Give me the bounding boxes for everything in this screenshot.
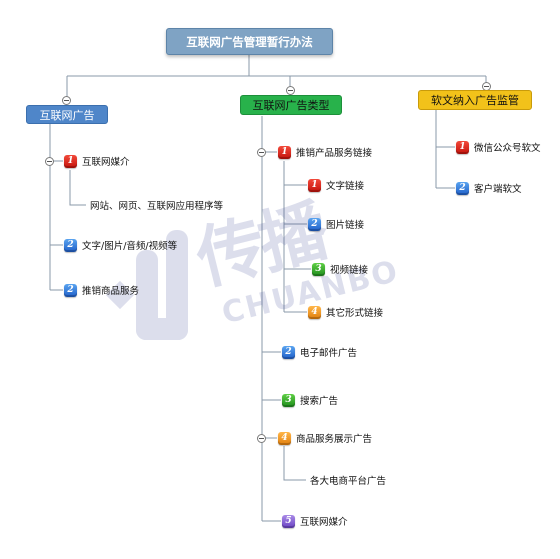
node-ecommerce-ads[interactable]: 各大电商平台广告 — [310, 473, 386, 487]
node-label: 搜索广告 — [300, 396, 339, 407]
branch-3-topic[interactable]: 软文纳入广告监管 — [418, 90, 532, 110]
node-other-link[interactable]: 4 其它形式链接 — [308, 305, 383, 319]
priority-2-icon: 2 — [456, 181, 469, 195]
branch-3-label: 软文纳入广告监管 — [431, 94, 519, 107]
priority-3-icon: 3 — [312, 262, 325, 276]
priority-2-icon: 2 — [64, 238, 77, 252]
priority-5-icon: 5 — [282, 514, 295, 528]
priority-2-icon: 2 — [64, 283, 77, 297]
node-label: 其它形式链接 — [326, 308, 384, 319]
node-label: 微信公众号软文 — [474, 143, 541, 154]
node-label: 网站、网页、互联网应用程序等 — [90, 201, 224, 212]
node-label: 推销产品服务链接 — [296, 148, 373, 159]
node-text-link[interactable]: 1 文字链接 — [308, 178, 364, 192]
node-label: 互联网媒介 — [82, 157, 130, 168]
node-label: 电子邮件广告 — [300, 348, 358, 359]
node-search-ad[interactable]: 3 搜索广告 — [282, 393, 338, 407]
node-label: 文字链接 — [326, 181, 365, 192]
root-topic-label: 互联网广告管理暂行办法 — [186, 34, 313, 49]
branch-2-topic[interactable]: 互联网广告类型 — [240, 95, 342, 115]
priority-3-icon: 3 — [282, 393, 295, 407]
node-video-link[interactable]: 3 视频链接 — [312, 262, 368, 276]
collapse-toggle-branch-1[interactable] — [62, 96, 71, 105]
node-product-links[interactable]: 1 推销产品服务链接 — [278, 145, 372, 159]
branch-1-topic[interactable]: 互联网广告 — [26, 105, 108, 124]
collapse-toggle-links[interactable] — [257, 148, 266, 157]
node-wechat-article[interactable]: 1 微信公众号软文 — [456, 140, 541, 154]
node-label: 图片链接 — [326, 220, 365, 231]
priority-1-icon: 1 — [308, 178, 321, 192]
node-image-link[interactable]: 2 图片链接 — [308, 217, 364, 231]
node-label: 视频链接 — [330, 265, 369, 276]
branch-1-label: 互联网广告 — [39, 108, 95, 122]
collapse-toggle-branch-2[interactable] — [286, 86, 295, 95]
priority-2-icon: 2 — [308, 217, 321, 231]
priority-1-icon: 1 — [278, 145, 291, 159]
branch-2-label: 互联网广告类型 — [252, 99, 330, 112]
node-label: 文字/图片/音频/视频等 — [82, 241, 178, 252]
priority-1-icon: 1 — [456, 140, 469, 154]
node-label: 互联网媒介 — [300, 517, 348, 528]
node-label: 推销商品服务 — [82, 286, 140, 297]
priority-4-icon: 4 — [308, 305, 321, 319]
priority-2-icon: 2 — [282, 345, 295, 359]
node-content-formats[interactable]: 2 文字/图片/音频/视频等 — [64, 238, 177, 252]
node-label: 各大电商平台广告 — [310, 476, 387, 487]
node-email-ad[interactable]: 2 电子邮件广告 — [282, 345, 357, 359]
priority-4-icon: 4 — [278, 431, 291, 445]
node-display-ad[interactable]: 4 商品服务展示广告 — [278, 431, 372, 445]
node-promote-goods[interactable]: 2 推销商品服务 — [64, 283, 139, 297]
node-internet-media[interactable]: 5 互联网媒介 — [282, 514, 348, 528]
node-media[interactable]: 1 互联网媒介 — [64, 154, 130, 168]
collapse-toggle-display[interactable] — [257, 434, 266, 443]
collapse-toggle-media[interactable] — [45, 157, 54, 166]
root-topic[interactable]: 互联网广告管理暂行办法 — [166, 28, 333, 55]
node-client-article[interactable]: 2 客户端软文 — [456, 181, 522, 195]
node-label: 客户端软文 — [474, 184, 522, 195]
node-media-examples[interactable]: 网站、网页、互联网应用程序等 — [90, 198, 223, 212]
priority-1-icon: 1 — [64, 154, 77, 168]
node-label: 商品服务展示广告 — [296, 434, 373, 445]
